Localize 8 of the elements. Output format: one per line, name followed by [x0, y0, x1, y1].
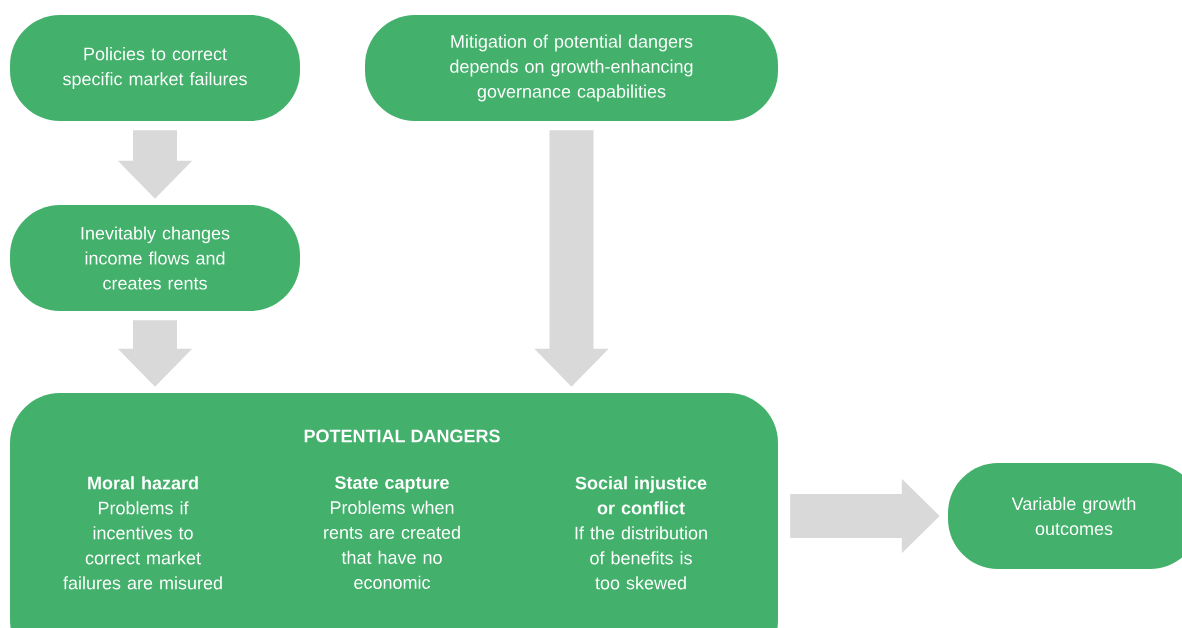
- rounded-box: Mitigation of potential dangers depends on growth-enhancing governance capabilities: [365, 15, 778, 121]
- danger-item: Moral hazard Problems if incentives to correct market failures are misured: [63, 476, 222, 590]
- dangers-panel: POTENTIAL DANGERS Moral hazard Problems if incentives to correct market failures are misured State capture Problems when rents are created that have no economic Social injustice or conflict If the distribution of benefits is too skewed: [10, 393, 778, 628]
- danger-item: Social injustice or conflict If the distribution of benefits is too skewed: [575, 476, 707, 590]
- rounded-box: Inevitably changes income flows and creates rents: [10, 205, 300, 311]
- rounded-box: Policies to correct specific market failures: [10, 15, 300, 121]
- rounded-box: Variable growth outcomes: [948, 463, 1182, 569]
- danger-item: State capture Problems when rents are created that have no economic: [324, 476, 460, 589]
